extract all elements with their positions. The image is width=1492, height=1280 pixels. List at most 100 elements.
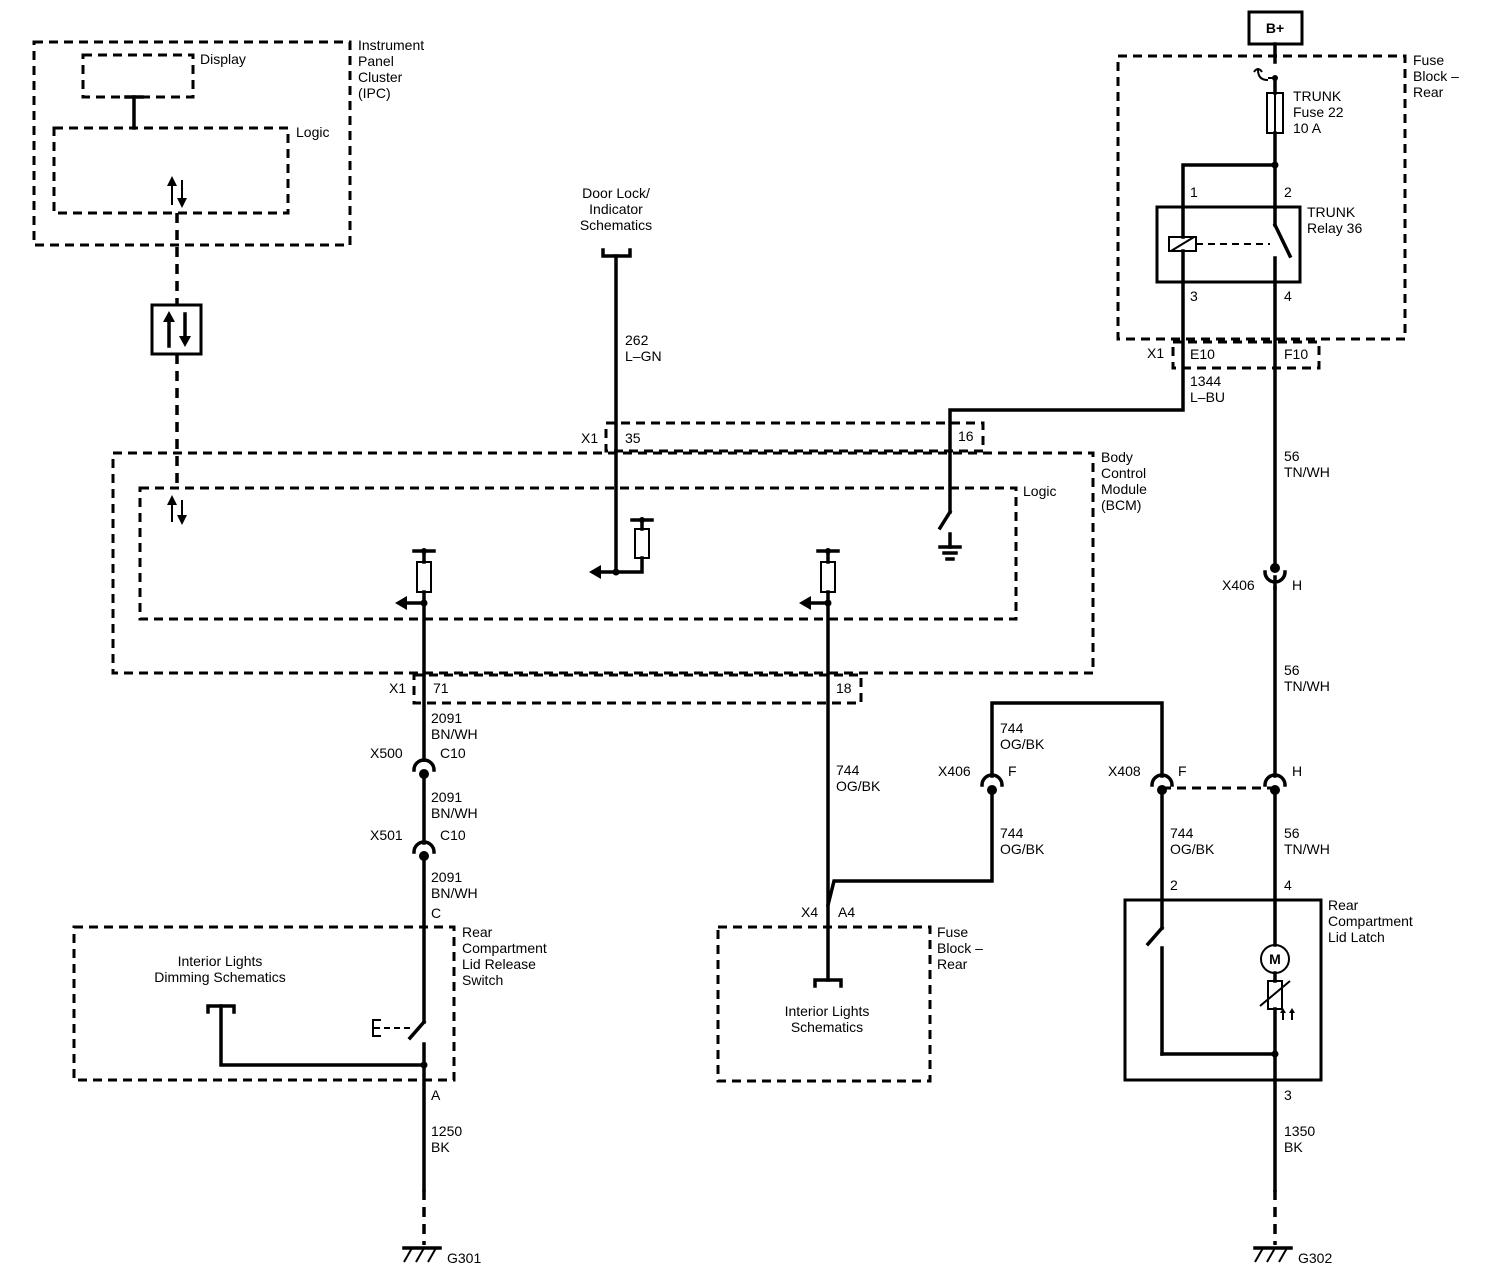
- latch-pin-2: 2: [1170, 877, 1178, 893]
- relay-pin-3: 3: [1190, 288, 1198, 304]
- bcm-name-3: Module: [1101, 481, 1147, 497]
- wire-56-b-number: 56: [1284, 662, 1300, 678]
- switch-name-1: Rear: [462, 924, 493, 940]
- e10-label: E10: [1190, 346, 1215, 362]
- bcm-name-4: (BCM): [1101, 497, 1141, 513]
- connector-x406-f-icon: [980, 773, 1004, 795]
- ground-g301-icon: [402, 1246, 442, 1263]
- wire-744-c-color: OG/BK: [1000, 841, 1045, 857]
- body-control-module: Logic Body Control Module (BCM): [111, 449, 1147, 675]
- relay-name-2: Relay 36: [1307, 220, 1362, 236]
- x406-top-label: X406: [1222, 577, 1255, 593]
- x501-label: X501: [370, 827, 403, 843]
- wire-1250-color: BK: [431, 1139, 450, 1155]
- fuse-block-bottom-name-1: Fuse: [937, 924, 968, 940]
- wire-744-b-number: 744: [1000, 720, 1024, 736]
- wire-2091-b-color: BN/WH: [431, 805, 478, 821]
- x408-b-pin: H: [1292, 763, 1302, 779]
- wire-56-b-color: TN/WH: [1284, 678, 1330, 694]
- x406-left-label: X406: [938, 763, 971, 779]
- switch-pin-c: C: [431, 905, 441, 921]
- ipc-name-2: Panel: [358, 53, 394, 69]
- door-lock-name-1: Door Lock/: [582, 185, 650, 201]
- x4-pin: A4: [838, 904, 855, 920]
- door-lock-name-2: Indicator: [589, 201, 643, 217]
- switch-name-4: Switch: [462, 972, 503, 988]
- ground-g301-label: G301: [447, 1250, 481, 1266]
- fuse-block-top-name-2: Block –: [1413, 68, 1459, 84]
- wire-56-a-color: TN/WH: [1284, 464, 1330, 480]
- battery-label: B+: [1266, 20, 1284, 36]
- pin-18-label: 18: [836, 680, 852, 696]
- connector-x406-h-icon: [1263, 563, 1287, 590]
- relay-pin-1: 1: [1190, 184, 1198, 200]
- switch-icon: [372, 1019, 427, 1067]
- fuse-block-rear-bottom: Fuse Block – Rear Interior Lights Schema…: [716, 924, 983, 1083]
- instrument-panel-cluster: Display Logic Instrument Panel Cluster (…: [32, 37, 424, 247]
- x500-label: X500: [370, 745, 403, 761]
- wire-1344-number: 1344: [1190, 373, 1221, 389]
- wire-744-a-color: OG/BK: [836, 778, 881, 794]
- x500-pin: C10: [440, 745, 466, 761]
- pin-71-label: 71: [433, 680, 449, 696]
- switch-name-3: Lid Release: [462, 956, 536, 972]
- relay-pin-4: 4: [1284, 288, 1292, 304]
- relay-name-1: TRUNK: [1307, 204, 1356, 220]
- dimming-name-1: Interior Lights: [178, 953, 263, 969]
- motor-label: M: [1269, 951, 1281, 967]
- wire-56-a-number: 56: [1284, 448, 1300, 464]
- interior-lights-name-2: Schematics: [791, 1019, 863, 1035]
- connector-x500-icon: [412, 758, 436, 779]
- wire-1250-number: 1250: [431, 1123, 462, 1139]
- wire-1350-number: 1350: [1284, 1123, 1315, 1139]
- latch-pin-3: 3: [1284, 1087, 1292, 1103]
- wire-744-d-number: 744: [1170, 825, 1194, 841]
- bcm-connector-x1-bottom: X1 71 18: [389, 673, 863, 705]
- thermistor-icon: [1259, 980, 1295, 1020]
- bcm-data-arrows-icon: [167, 495, 187, 525]
- fuse-block-bottom-name-2: Block –: [937, 940, 983, 956]
- pull-up-resistor-icon: [395, 548, 436, 610]
- x406-top-pin: H: [1292, 577, 1302, 593]
- latch-switch-icon: [1145, 925, 1277, 1056]
- door-lock-indicator-schematics: Door Lock/ Indicator Schematics 262 L–GN: [580, 185, 662, 574]
- relay-icon: [1155, 205, 1302, 284]
- connector-x501-icon: [412, 840, 436, 861]
- connector-x408-f-icon: [1150, 773, 1174, 795]
- wire-2091-a-color: BN/WH: [431, 726, 478, 742]
- x408-a-label: X408: [1108, 763, 1141, 779]
- x408-a-pin: F: [1178, 763, 1187, 779]
- wire-2091-b-number: 2091: [431, 789, 462, 805]
- bcm-logic-label: Logic: [1023, 483, 1056, 499]
- ground-switch-icon: [937, 449, 962, 561]
- x1-top-label: X1: [581, 430, 598, 446]
- wire-744-a-number: 744: [836, 762, 860, 778]
- latch-pin-4: 4: [1284, 877, 1292, 893]
- latch-name-3: Lid Latch: [1328, 929, 1385, 945]
- bcm-name-1: Body: [1101, 449, 1133, 465]
- wire-2091-c-number: 2091: [431, 869, 462, 885]
- relay-connector-x1: X1 E10 F10: [1147, 340, 1321, 370]
- wire-1350-color: BK: [1284, 1139, 1303, 1155]
- x406-left-pin: F: [1008, 763, 1017, 779]
- serial-data-icon: [150, 303, 203, 356]
- wire-262-number: 262: [625, 332, 649, 348]
- rear-compartment-lid-latch: Rear Compartment Lid Latch 2 4 M: [1123, 877, 1413, 1082]
- bcm-connector-x1-top: X1 35 16: [581, 421, 985, 453]
- wire-56-c-color: TN/WH: [1284, 841, 1330, 857]
- latch-name-1: Rear: [1328, 897, 1359, 913]
- dimming-name-2: Dimming Schematics: [154, 969, 285, 985]
- pin-16-label: 16: [958, 428, 974, 444]
- lid-release-switch-area: Rear Compartment Lid Release Switch Inte…: [72, 924, 547, 1082]
- fuse-icon: [1266, 92, 1284, 134]
- ipc-display-label: Display: [200, 51, 246, 67]
- wire-744-c-number: 744: [1000, 825, 1024, 841]
- fuse-block-bottom-name-3: Rear: [937, 956, 968, 972]
- ground-g302-label: G302: [1298, 1250, 1332, 1266]
- switch-pin-a: A: [431, 1087, 441, 1103]
- fuse-name-2: Fuse 22: [1293, 104, 1344, 120]
- latch-name-2: Compartment: [1328, 913, 1413, 929]
- switch-name-2: Compartment: [462, 940, 547, 956]
- ipc-name-3: Cluster: [358, 69, 403, 85]
- pull-up-resistor-icon: [589, 517, 654, 579]
